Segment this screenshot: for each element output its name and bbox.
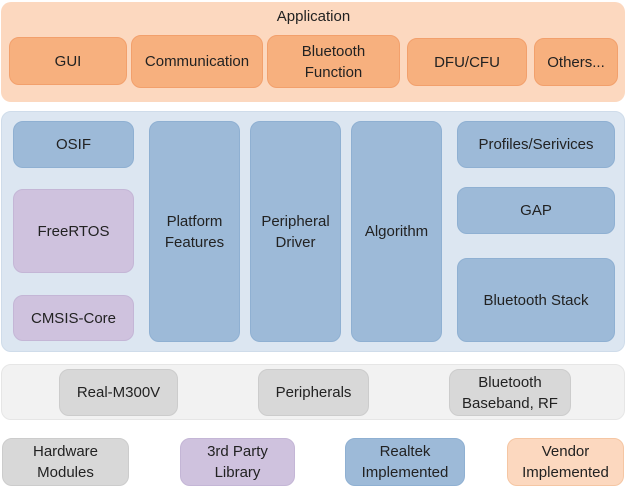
freertos-box: FreeRTOS — [13, 189, 134, 273]
app-dfu-cfu-box: DFU/CFU — [407, 38, 527, 86]
gap-box: GAP — [457, 187, 615, 234]
cmsis-core-box: CMSIS-Core — [13, 295, 134, 341]
algorithm-box: Algorithm — [351, 121, 442, 342]
app-others-box: Others... — [534, 38, 618, 86]
bluetooth-baseband-rf-box: Bluetooth Baseband, RF — [449, 369, 571, 416]
legend-realtek-implemented: Realtek Implemented — [345, 438, 465, 486]
peripheral-driver-box: Peripheral Driver — [250, 121, 341, 342]
legend-third-party-library: 3rd Party Library — [180, 438, 295, 486]
bluetooth-stack-box: Bluetooth Stack — [457, 258, 615, 342]
app-gui-box: GUI — [9, 37, 127, 85]
real-m300v-box: Real-M300V — [59, 369, 178, 416]
profiles-services-box: Profiles/Serivices — [457, 121, 615, 168]
osif-box: OSIF — [13, 121, 134, 168]
legend-hardware-modules: Hardware Modules — [2, 438, 129, 486]
platform-features-box: Platform Features — [149, 121, 240, 342]
app-bluetooth-function-box: Bluetooth Function — [267, 35, 400, 88]
application-title: Application — [276, 8, 351, 25]
legend-vendor-implemented: Vendor Implemented — [507, 438, 624, 486]
peripherals-box: Peripherals — [258, 369, 369, 416]
app-communication-box: Communication — [131, 35, 263, 88]
